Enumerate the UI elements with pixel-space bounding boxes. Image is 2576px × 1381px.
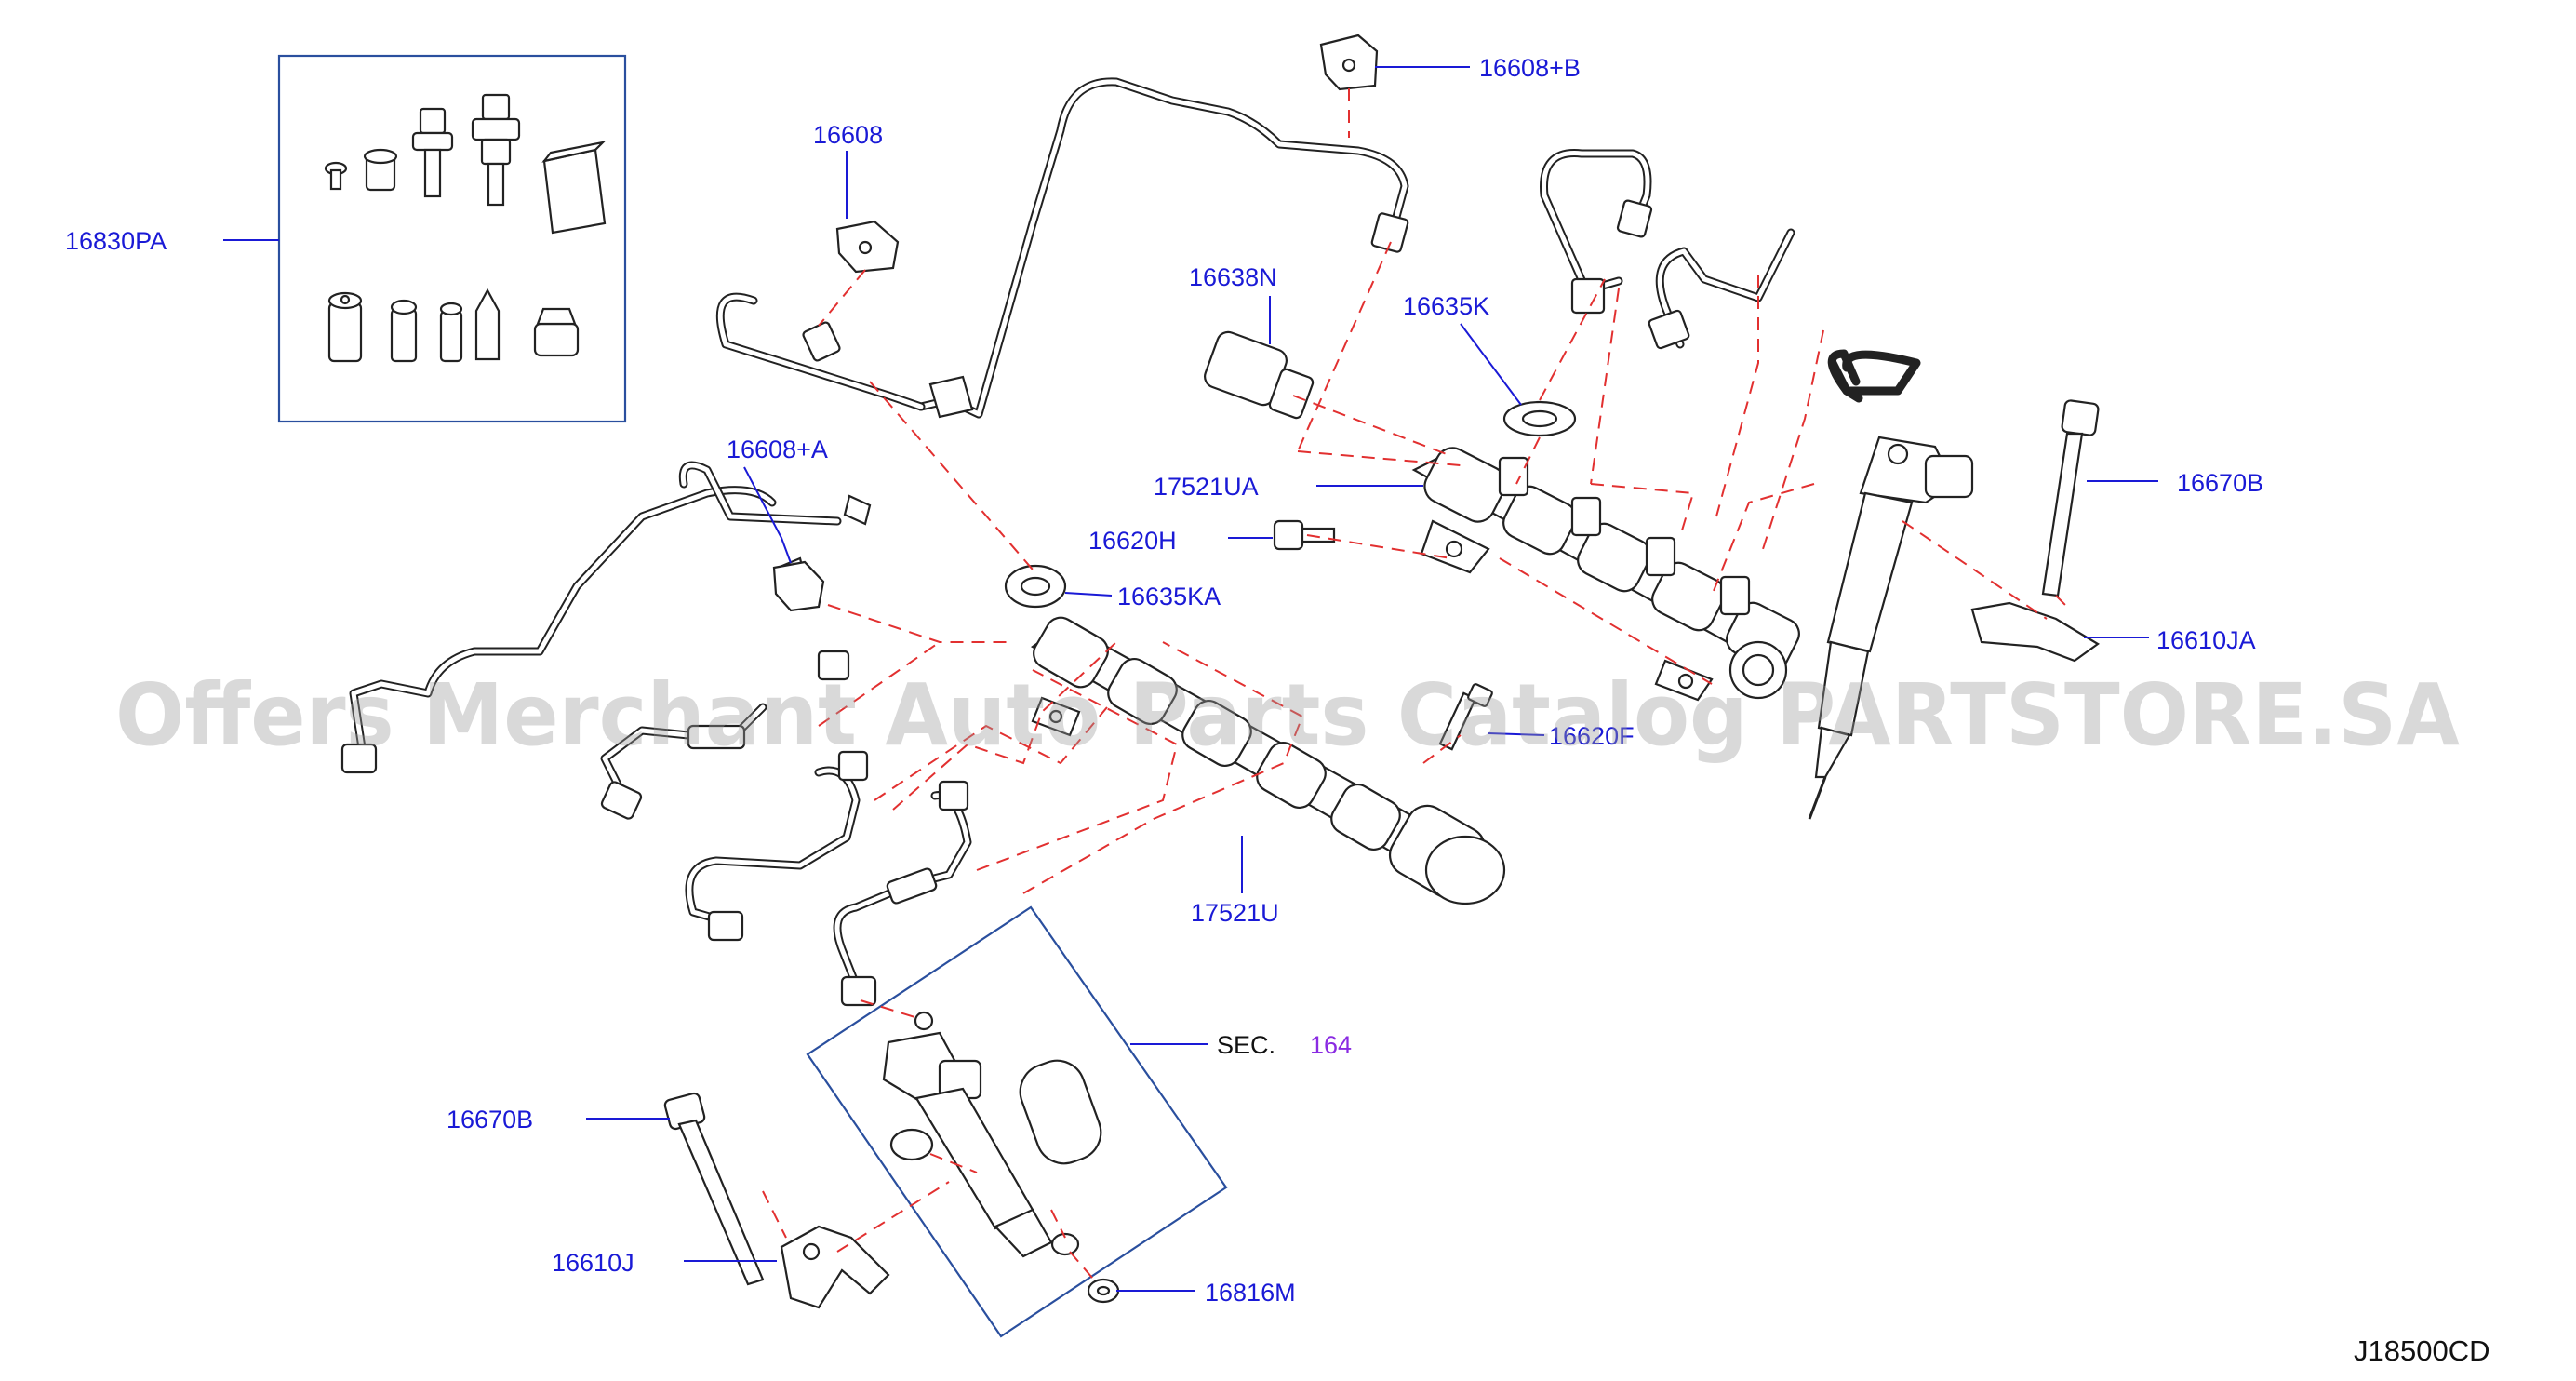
clip-pin-icon xyxy=(411,107,454,198)
watermark-text: Offers Merchant Auto Parts Catalog PARTS… xyxy=(115,665,2460,765)
clip-pin-large-icon xyxy=(471,93,521,207)
small-screw-icon xyxy=(324,161,348,191)
leader-lines xyxy=(223,66,2158,1292)
sleeve-thin-icon xyxy=(439,302,463,363)
right-injector-pipes xyxy=(1540,149,1921,403)
kit-box-16830pa xyxy=(277,54,627,423)
label-sec: SEC. xyxy=(1217,1031,1275,1059)
injector-sec164 xyxy=(882,1011,1120,1304)
pressure-sensor-16638n xyxy=(1204,330,1315,420)
link-sec-164[interactable]: 164 xyxy=(1310,1031,1352,1059)
label-16635ka: 16635KA xyxy=(1117,583,1221,610)
label-16670b-top: 16670B xyxy=(2177,469,2263,497)
label-16608: 16608 xyxy=(813,121,883,149)
label-16620h: 16620H xyxy=(1088,527,1177,555)
tapered-pin-icon xyxy=(474,288,501,361)
clamp-16610ja xyxy=(1970,601,2100,663)
nut-cap-icon xyxy=(533,307,580,357)
fuel-rail-17521u xyxy=(1030,616,1506,905)
upper-fuel-pipe xyxy=(715,77,1409,419)
bolt-16670b-bottom xyxy=(663,1092,765,1286)
label-17521u: 17521U xyxy=(1191,899,1279,927)
clip-16608a-part xyxy=(772,560,825,612)
label-16830pa: 16830PA xyxy=(65,227,167,255)
sleeve-icon xyxy=(327,291,363,363)
label-16608a: 16608+A xyxy=(727,436,828,463)
label-16638n: 16638N xyxy=(1189,263,1277,291)
bolt-16620f xyxy=(1438,683,1493,751)
clip-16608b-part xyxy=(1319,34,1379,91)
label-16670b-bottom: 16670B xyxy=(447,1106,533,1133)
clamp-16610j xyxy=(780,1225,890,1309)
diagram-code: J18500CD xyxy=(2354,1334,2489,1367)
sleeve-small-icon xyxy=(390,299,418,363)
kit-parts xyxy=(324,93,607,363)
seal-16635k xyxy=(1502,400,1577,437)
label-16635k: 16635K xyxy=(1403,292,1489,320)
clip-16608-part xyxy=(835,220,900,274)
label-17521ua: 17521UA xyxy=(1154,473,1259,501)
left-injector-pipes xyxy=(340,461,972,1007)
label-16620f: 16620F xyxy=(1549,722,1635,750)
bolt-16670b-top xyxy=(2041,399,2100,597)
label-16816m: 16816M xyxy=(1205,1279,1296,1307)
bolt-16620h xyxy=(1273,519,1336,551)
injector-right xyxy=(1808,436,1974,820)
push-clip-icon xyxy=(363,148,398,192)
label-16610j: 16610J xyxy=(552,1249,634,1277)
guide-lines xyxy=(762,88,2066,1285)
label-16608b: 16608+B xyxy=(1479,54,1581,82)
label-16610ja: 16610JA xyxy=(2156,626,2256,654)
sec-164-box xyxy=(806,905,1228,1338)
fuel-rail-17521ua xyxy=(1411,447,1800,702)
booklet-icon xyxy=(541,141,607,235)
seal-16635ka xyxy=(1004,564,1067,609)
